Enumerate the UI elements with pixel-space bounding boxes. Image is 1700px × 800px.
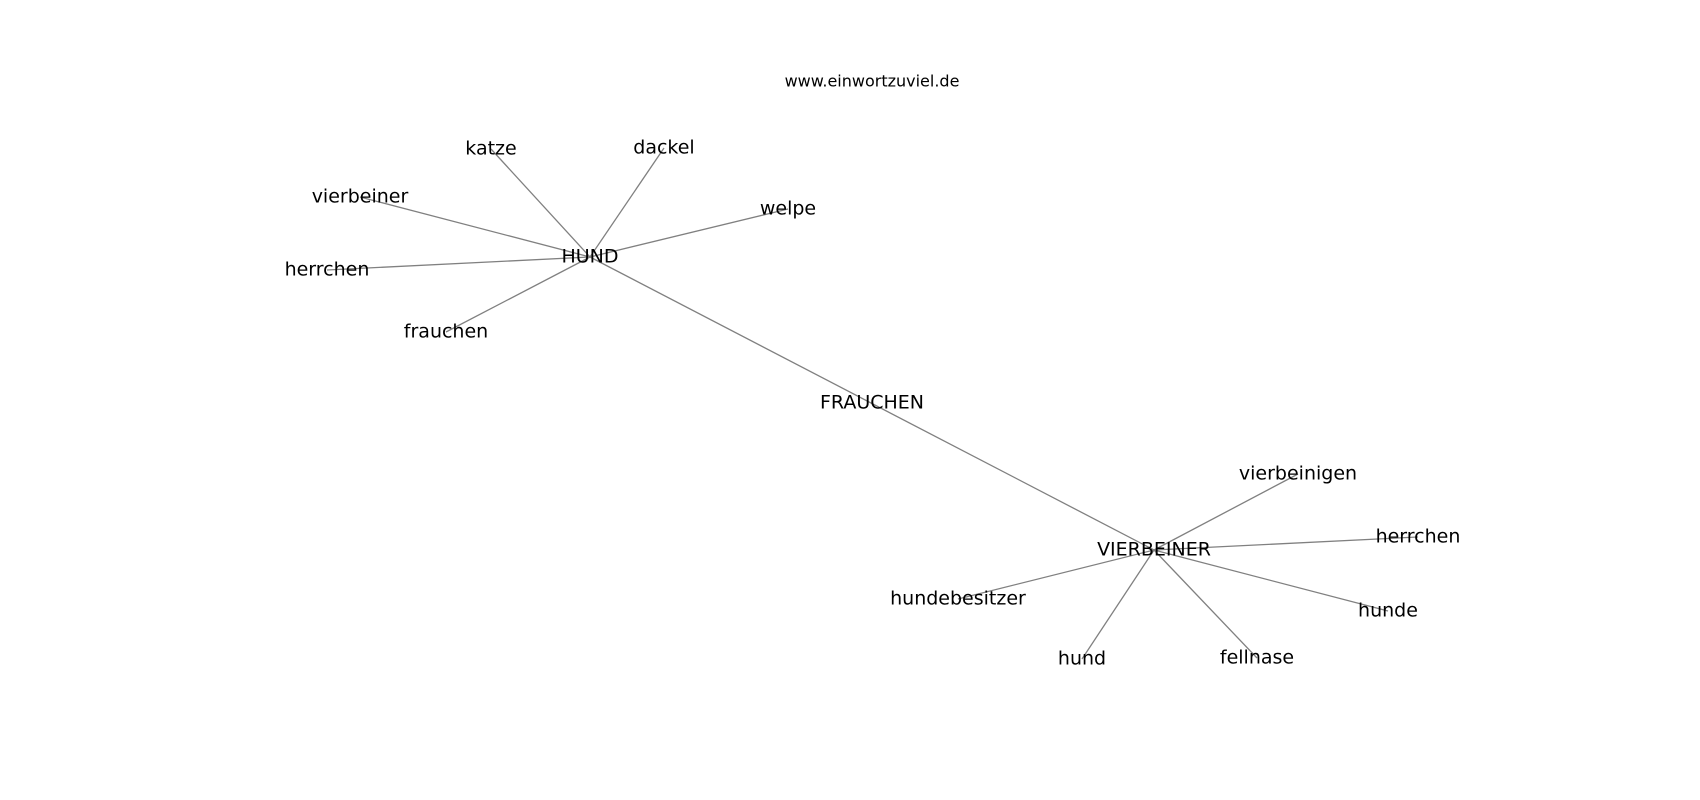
edge-vierbeiner_hub-vierbeinigen [1153, 473, 1299, 551]
edge-hund_hub-welpe [589, 208, 789, 258]
edge-hund_hub-vierbeiner_hub [589, 256, 1155, 551]
page-title: www.einwortzuviel.de [785, 72, 960, 91]
node-welpe: welpe [760, 198, 816, 220]
edge-vierbeiner_hub-hund [1081, 549, 1155, 660]
edge-vierbeiner_hub-hundebesitzer [957, 549, 1155, 600]
node-vierbeiner: vierbeiner [312, 186, 409, 208]
edge-vierbeiner_hub-fellnase [1153, 549, 1258, 659]
edge-hund_hub-dackel [589, 147, 665, 258]
edge-hund_hub-frauchen [445, 256, 591, 333]
node-herrchen-2: herrchen [1376, 526, 1461, 548]
node-hund: hund [1058, 648, 1106, 670]
node-dackel: dackel [633, 137, 694, 159]
edges-layer [326, 147, 1419, 660]
node-vierbeiner-hub: VIERBEINER [1097, 539, 1211, 561]
edge-vierbeiner_hub-herrchen_2 [1153, 536, 1419, 551]
node-hundebesitzer: hundebesitzer [890, 588, 1026, 610]
node-herrchen-1: herrchen [285, 259, 370, 281]
nodes-layer: FRAUCHEN HUND VIERBEINER katze dackel vierbei… [285, 137, 1461, 670]
edge-hund_hub-vierbeiner [359, 196, 591, 258]
edge-vierbeiner_hub-hunde [1153, 549, 1389, 612]
node-frauchen-center: FRAUCHEN [820, 392, 924, 414]
edge-hund_hub-herrchen_1 [326, 256, 591, 271]
node-katze: katze [465, 138, 516, 160]
node-hunde: hunde [1358, 600, 1418, 622]
node-hund-hub: HUND [561, 246, 618, 268]
edge-hund_hub-katze [490, 148, 591, 258]
node-fellnase: fellnase [1220, 647, 1294, 669]
node-frauchen: frauchen [404, 321, 488, 343]
node-vierbeinigen: vierbeinigen [1239, 463, 1357, 485]
